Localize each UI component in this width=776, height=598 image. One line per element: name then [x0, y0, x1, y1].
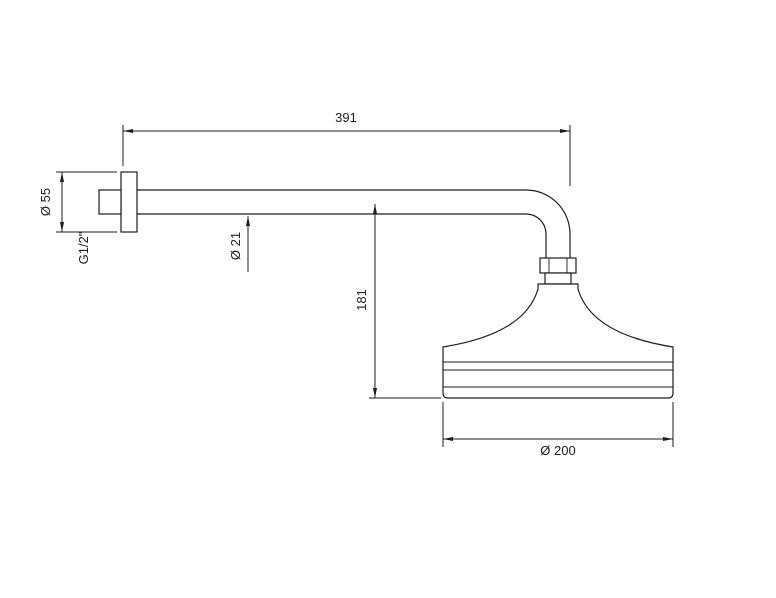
flange-plate — [120, 171, 138, 233]
shower-arm — [137, 189, 571, 258]
dim-flange-diameter: Ø 55 — [38, 171, 117, 233]
dim-label-arm-diameter: Ø 21 — [228, 232, 243, 260]
thread-label: G1/2" — [76, 231, 91, 264]
dim-overall-length: 391 — [122, 110, 571, 186]
shower-head-bell — [442, 283, 674, 399]
dim-label-head-diameter: Ø 200 — [540, 443, 575, 458]
shower-head — [442, 283, 674, 399]
dim-vertical-drop: 181 — [354, 204, 441, 399]
head-connector — [539, 257, 577, 285]
dim-arm-diameter: Ø 21 — [228, 216, 250, 272]
dim-label-thread-size: G1/2" — [76, 231, 91, 264]
arm-inner-edge — [137, 213, 547, 258]
dim-label-overall-length: 391 — [335, 110, 357, 125]
connector-collar — [544, 272, 572, 285]
dim-head-diameter: Ø 200 — [442, 402, 674, 458]
wall-flange — [98, 171, 138, 233]
thread-nipple — [98, 189, 122, 215]
dim-label-flange-diameter: Ø 55 — [38, 188, 53, 216]
connector-nut — [539, 257, 577, 274]
dim-label-vertical-drop: 181 — [354, 289, 369, 311]
arm-outer-edge — [137, 189, 571, 258]
